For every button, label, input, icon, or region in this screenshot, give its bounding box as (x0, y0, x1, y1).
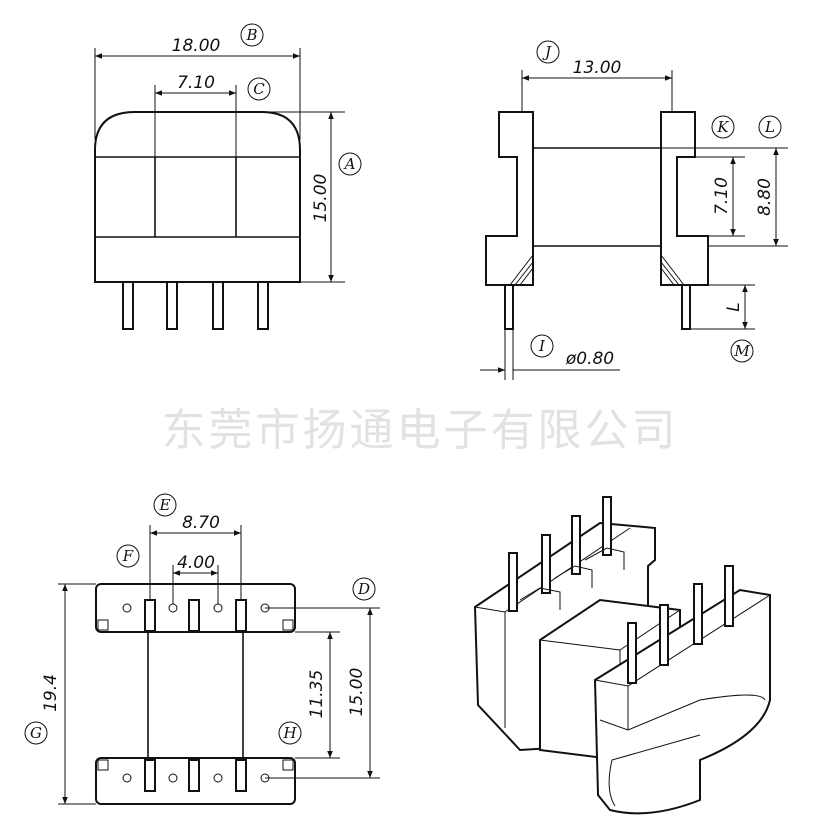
svg-text:A: A (343, 155, 356, 173)
side-view (480, 70, 788, 380)
svg-text:C: C (253, 80, 265, 98)
svg-text:E: E (159, 496, 171, 514)
watermark-text: 东莞市扬通电子有限公司 (162, 405, 679, 456)
label-d: D (352, 577, 376, 601)
svg-text:K: K (716, 118, 729, 136)
front-view (94, 48, 345, 330)
svg-text:G: G (30, 724, 42, 742)
label-c: C (247, 77, 271, 101)
isometric-view (473, 496, 771, 815)
label-h: H (278, 721, 302, 745)
dim-l: L (724, 302, 744, 311)
label-f: F (116, 544, 140, 568)
svg-text:J: J (542, 43, 552, 61)
label-j: J (536, 40, 560, 64)
svg-text:B: B (245, 26, 257, 44)
bottom-view (58, 525, 380, 805)
dim-11-35: 11.35 (307, 670, 327, 719)
label-g: G (24, 721, 48, 745)
dim-8-70: 8.70 (182, 513, 220, 533)
dim-19-4: 19.4 (41, 674, 61, 712)
svg-text:I: I (538, 337, 546, 355)
dim-15-00-right: 15.00 (311, 174, 331, 223)
label-b: B (240, 23, 264, 47)
dim-4-00: 4.00 (177, 553, 215, 573)
label-k: K (711, 115, 735, 139)
label-a: A (338, 152, 362, 176)
label-m: M (730, 339, 754, 363)
dim-7-10-side: 7.10 (712, 177, 732, 215)
dim-8-80: 8.80 (755, 178, 775, 216)
svg-text:D: D (357, 580, 370, 598)
svg-text:L: L (764, 118, 775, 136)
svg-text:H: H (282, 724, 297, 742)
dim-13-00: 13.00 (573, 58, 622, 78)
label-e: E (153, 493, 177, 517)
svg-text:M: M (733, 342, 750, 360)
dim-7-10-top: 7.10 (177, 73, 215, 93)
dim-15-00-bottom: 15.00 (347, 668, 367, 717)
dim-pin-diameter: ø0.80 (565, 349, 614, 369)
dim-18-00: 18.00 (172, 36, 221, 56)
label-l: L (758, 115, 782, 139)
label-i: I (530, 334, 554, 358)
svg-text:F: F (122, 547, 134, 565)
